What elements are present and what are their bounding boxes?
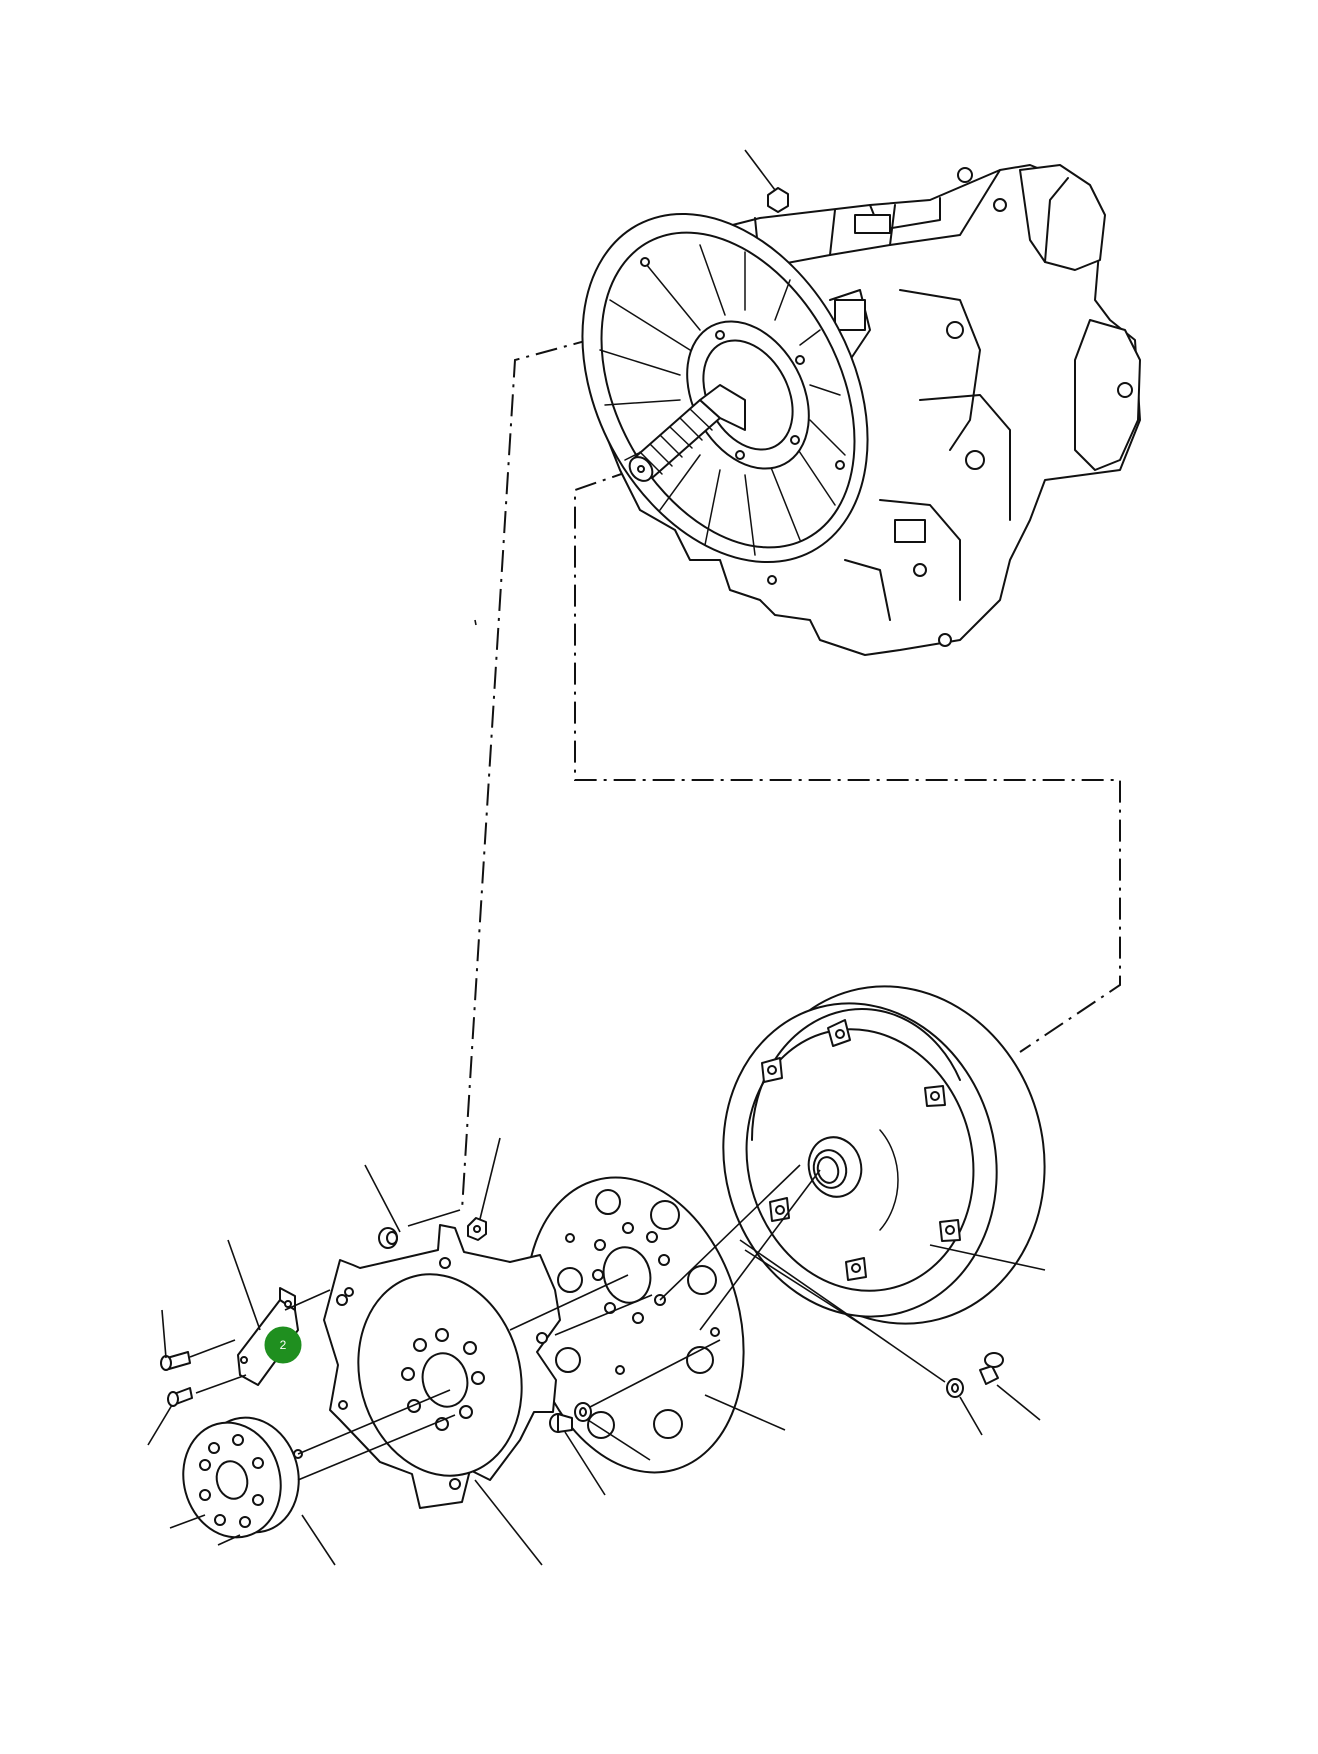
hub-adapter — [182, 1416, 303, 1539]
flex-plate — [525, 1176, 745, 1474]
callout-label: 2 — [280, 1338, 287, 1352]
fasteners — [160, 1217, 1004, 1433]
callout-2[interactable]: 2 — [264, 1326, 302, 1364]
drive-plate — [323, 1224, 561, 1509]
torque-converter — [722, 985, 1046, 1325]
transmission-housing — [581, 149, 1141, 656]
leader-lines — [147, 619, 1046, 1566]
converter-lugs — [761, 1019, 961, 1281]
callout-marker[interactable] — [264, 1326, 302, 1364]
